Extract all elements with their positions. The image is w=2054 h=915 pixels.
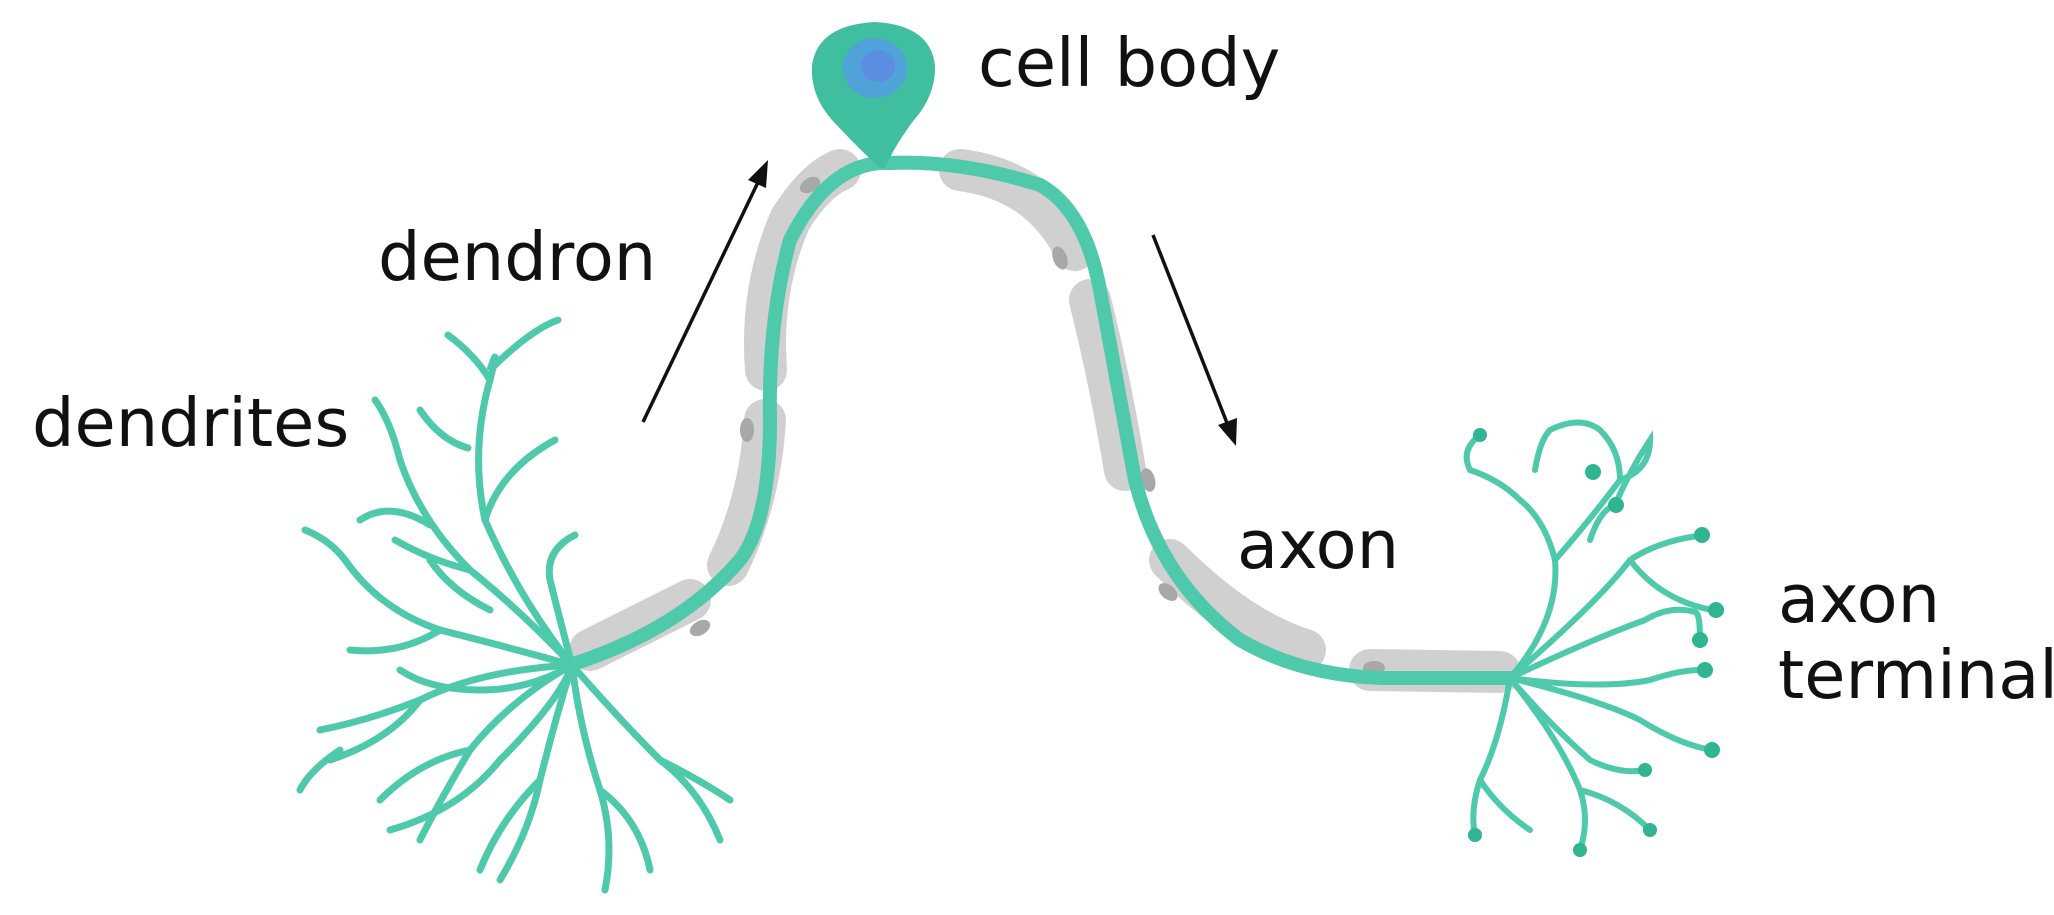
axon-terminal-tree	[1467, 423, 1712, 851]
cell-body	[812, 22, 935, 168]
dendrites-label: dendrites	[32, 390, 349, 457]
axon-terminal-label-line2: terminal	[1778, 638, 2054, 714]
cell-body-label: cell body	[978, 30, 1280, 97]
neuron-fibre	[570, 163, 1510, 678]
axon-label: axon	[1237, 512, 1399, 579]
dendron-label: dendron	[378, 224, 656, 291]
axon-arrow	[1153, 235, 1237, 446]
axon-terminal-label-line1: axon	[1778, 562, 2054, 638]
axon-terminal-label: axon terminal	[1778, 562, 2054, 713]
